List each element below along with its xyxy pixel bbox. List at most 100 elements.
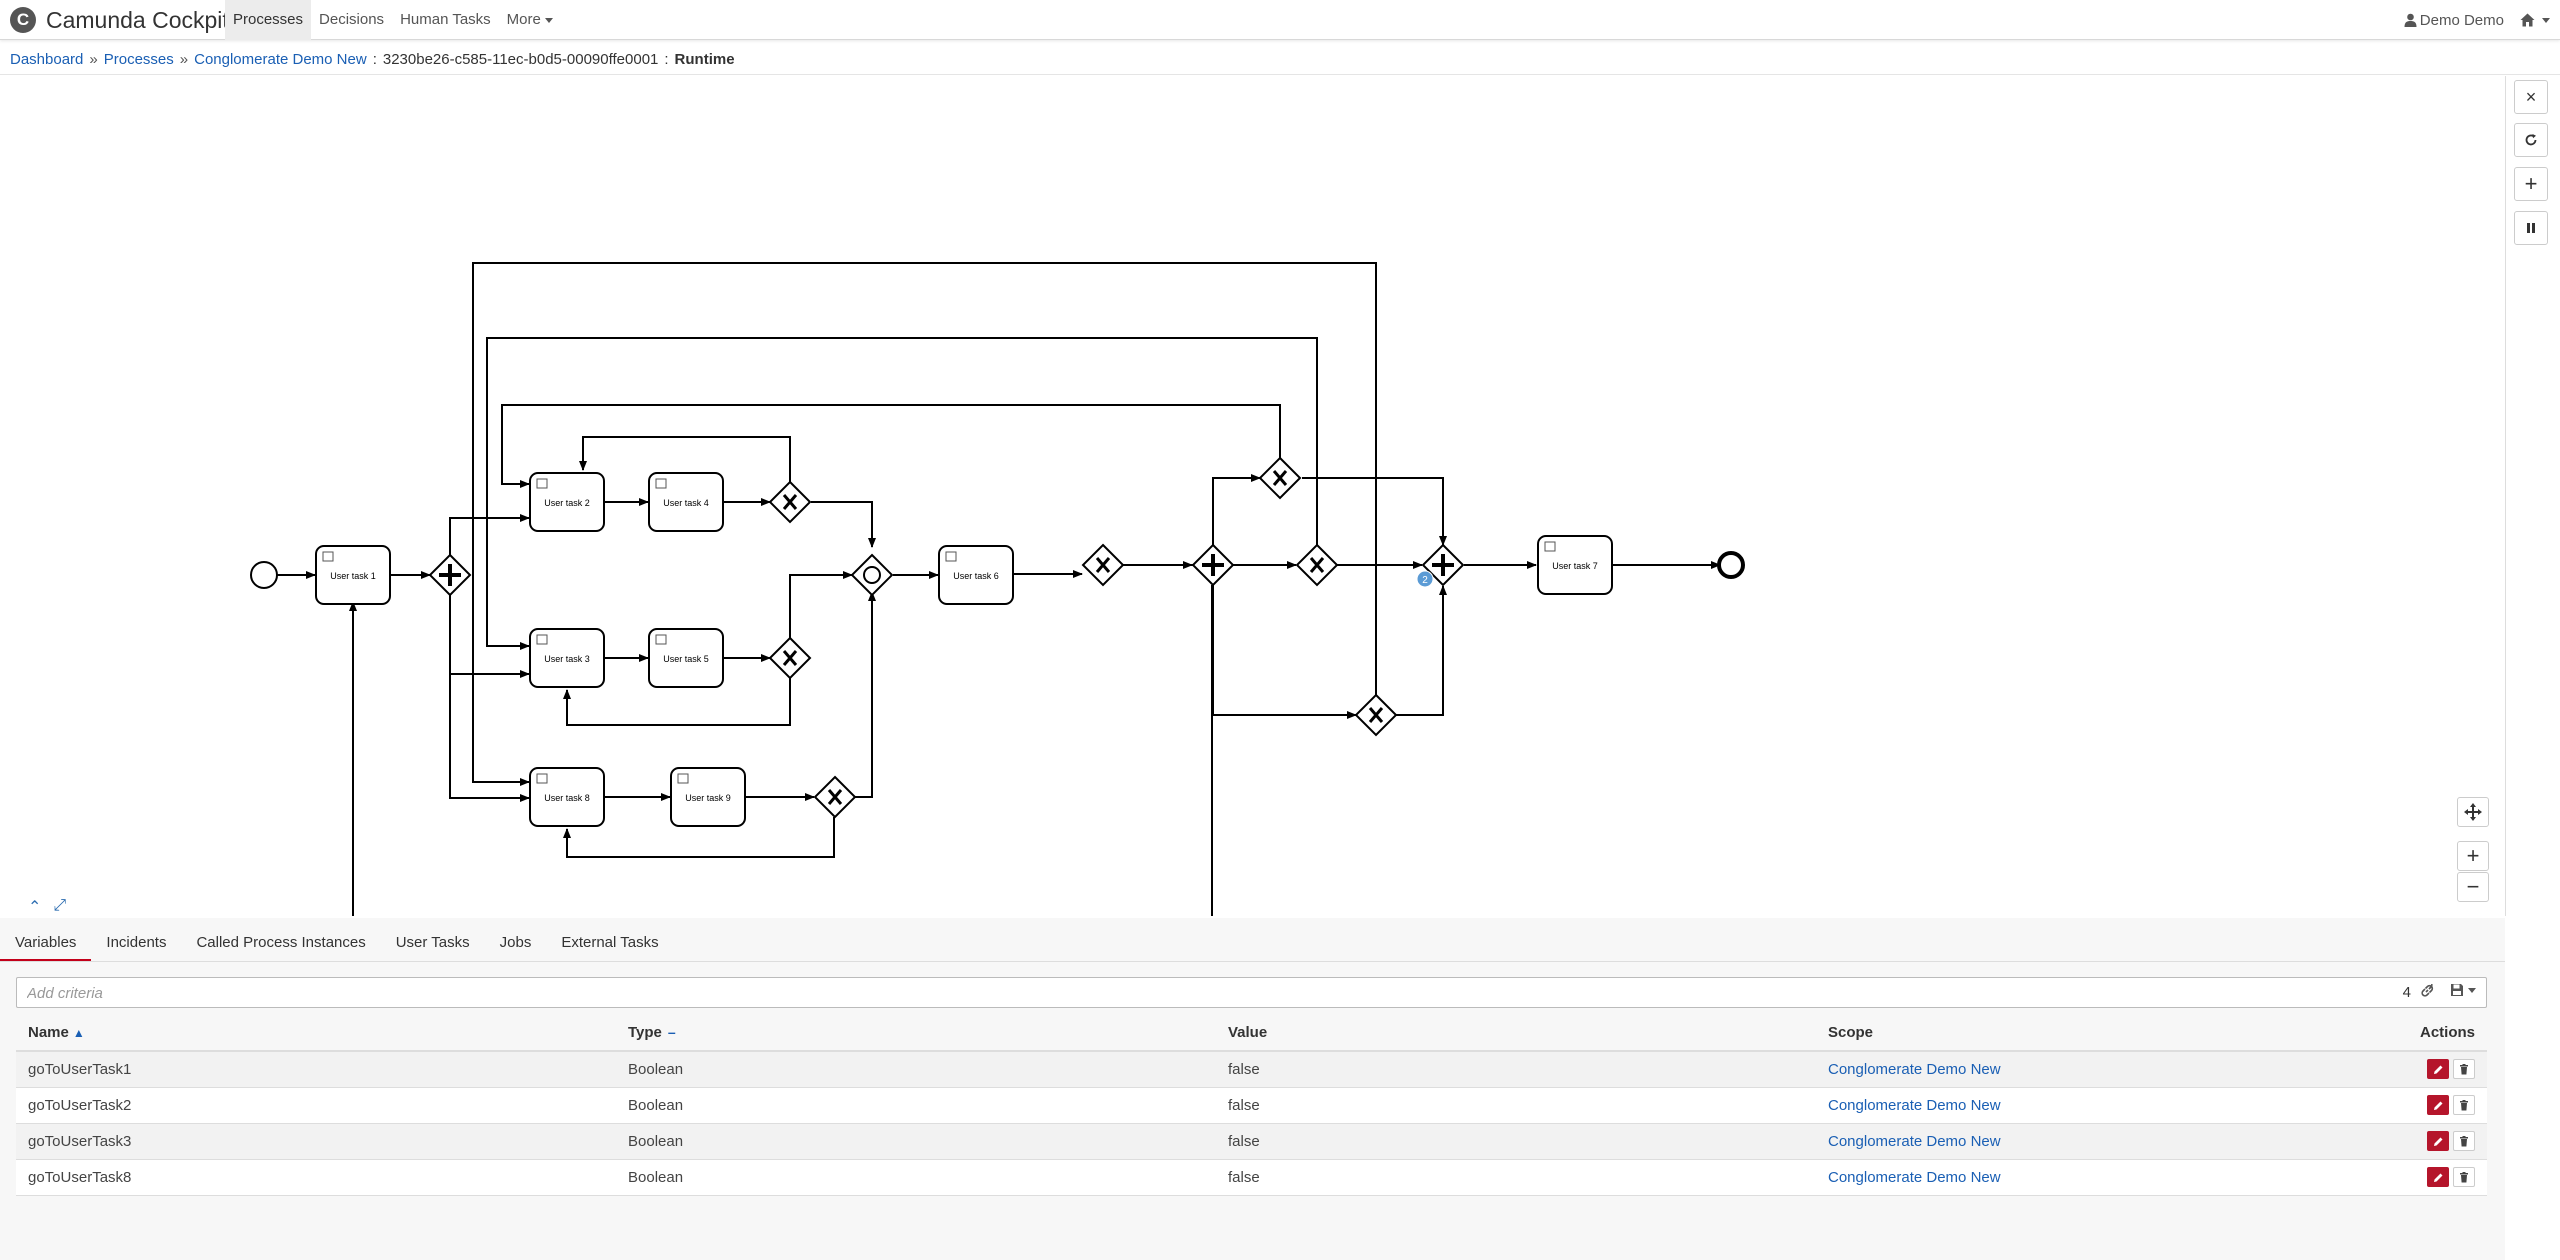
header-scope: Scope	[1816, 1015, 2376, 1052]
brand[interactable]: C Camunda Cockpit	[10, 6, 229, 34]
user-task-icon	[1544, 541, 1556, 552]
exclusive-gateway[interactable]	[768, 480, 812, 524]
parallel-gateway-split-2[interactable]	[1191, 543, 1235, 587]
tab-variables[interactable]: Variables	[0, 928, 92, 962]
task-user-task-4[interactable]: User task 4	[648, 472, 724, 532]
task-user-task-3[interactable]: User task 3	[529, 628, 605, 688]
task-label: User task 4	[663, 498, 709, 508]
tab-jobs[interactable]: Jobs	[499, 934, 532, 951]
exclusive-gateway[interactable]	[1295, 543, 1339, 587]
task-user-task-7[interactable]: User task 7	[1537, 535, 1613, 595]
variable-value[interactable]: false	[1216, 1087, 1816, 1124]
exclusive-gateway[interactable]	[768, 636, 812, 680]
header-name-label: Name	[28, 1024, 69, 1041]
task-user-task-1[interactable]: User task 1	[315, 545, 391, 605]
nav-right: Demo Demo	[2404, 0, 2550, 40]
delete-button[interactable]	[2453, 1059, 2475, 1080]
edit-button[interactable]	[2427, 1167, 2449, 1187]
breadcrumb: Dashboard » Processes » Conglomerate Dem…	[10, 48, 735, 70]
variable-scope-link[interactable]: Conglomerate Demo New	[1828, 1096, 2001, 1114]
variable-value[interactable]: false	[1216, 1051, 1816, 1088]
edit-button[interactable]	[2427, 1059, 2449, 1080]
end-event[interactable]	[1717, 551, 1745, 579]
search-input[interactable]	[27, 982, 2327, 1004]
nav-more[interactable]: More	[499, 0, 561, 40]
expand-icon[interactable]: ⤢	[53, 897, 67, 914]
task-user-task-9[interactable]: User task 9	[670, 767, 746, 827]
delete-button[interactable]	[2453, 1167, 2475, 1187]
tab-incidents[interactable]: Incidents	[106, 934, 167, 951]
result-count: 4	[2402, 984, 2411, 1001]
detail-tabs: Variables Incidents Called Process Insta…	[0, 928, 674, 962]
sort-none-icon: –	[667, 1024, 676, 1040]
task-label: User task 7	[1552, 561, 1598, 571]
nav-decisions[interactable]: Decisions	[319, 11, 385, 28]
variable-scope-link[interactable]: Conglomerate Demo New	[1828, 1132, 2001, 1150]
pause-button[interactable]	[2514, 211, 2548, 245]
header-name[interactable]: Name▲	[16, 1015, 616, 1052]
event-gateway-join[interactable]	[850, 553, 894, 597]
nav-more-label: More	[506, 11, 541, 28]
link-icon[interactable]	[2420, 981, 2434, 1002]
home-menu[interactable]	[2520, 13, 2550, 27]
task-label: User task 8	[544, 793, 590, 803]
exclusive-gateway[interactable]	[1258, 456, 1302, 500]
header-type[interactable]: Type–	[616, 1015, 1216, 1052]
delete-button[interactable]	[2453, 1131, 2475, 1151]
breadcrumb-separator: »	[89, 50, 98, 68]
tab-called-process-instances[interactable]: Called Process Instances	[196, 934, 366, 951]
breadcrumb-definition[interactable]: Conglomerate Demo New	[194, 50, 367, 68]
variable-value[interactable]: false	[1216, 1159, 1816, 1196]
edit-button[interactable]	[2427, 1095, 2449, 1115]
collapse-up-icon[interactable]: ⌃	[28, 899, 42, 916]
save-search-button[interactable]	[2450, 983, 2476, 997]
breadcrumb-separator: :	[664, 50, 669, 68]
variable-type: Boolean	[616, 1051, 1216, 1088]
add-button[interactable]: +	[2514, 167, 2548, 201]
nav-processes[interactable]: Processes	[225, 0, 312, 40]
bpmn-diagram[interactable]: User task 1 User task 2 User task 4 User…	[0, 76, 2500, 968]
table-header-row: Name▲ Type– Value Scope Actions	[16, 1015, 2487, 1052]
reset-zoom-button[interactable]	[2457, 797, 2489, 827]
task-label: User task 5	[663, 654, 709, 664]
row-actions	[2388, 1059, 2475, 1080]
breadcrumb-processes[interactable]: Processes	[103, 50, 174, 68]
nav-human-tasks[interactable]: Human Tasks	[400, 11, 491, 28]
search-bar: 4	[16, 977, 2487, 1008]
variable-value[interactable]: false	[1216, 1123, 1816, 1160]
exclusive-gateway[interactable]	[813, 775, 857, 819]
variable-name: goToUserTask1	[16, 1051, 616, 1088]
sort-ascending-icon: ▲	[72, 1026, 85, 1040]
trash-icon	[2460, 1099, 2468, 1110]
close-button[interactable]: ×	[2514, 80, 2548, 114]
breadcrumb-divider	[0, 74, 2560, 75]
tab-external-tasks[interactable]: External Tasks	[561, 934, 659, 951]
exclusive-gateway[interactable]	[1081, 543, 1125, 587]
zoom-out-button[interactable]: −	[2457, 872, 2489, 902]
breadcrumb-instance-id: 3230be26-c585-11ec-b0d5-00090ffe0001	[382, 50, 659, 68]
token-count-badge[interactable]: 2	[1416, 570, 1434, 588]
zoom-in-button[interactable]: +	[2457, 841, 2489, 871]
bpmn-canvas: User task 1 User task 2 User task 4 User…	[250, 262, 1745, 968]
variable-scope-link[interactable]: Conglomerate Demo New	[1828, 1060, 2001, 1078]
task-user-task-2[interactable]: User task 2	[529, 472, 605, 532]
delete-button[interactable]	[2453, 1095, 2475, 1115]
exclusive-gateway[interactable]	[1354, 693, 1398, 737]
tab-user-tasks[interactable]: User Tasks	[395, 934, 470, 951]
breadcrumb-dashboard[interactable]: Dashboard	[10, 50, 84, 68]
user-menu[interactable]: Demo Demo	[2404, 12, 2504, 29]
pencil-icon	[2433, 1173, 2442, 1182]
task-user-task-6[interactable]: User task 6	[938, 545, 1014, 605]
refresh-button[interactable]	[2514, 123, 2548, 157]
table-row: goToUserTask3 Boolean false Conglomerate…	[16, 1123, 2487, 1160]
trash-icon	[2460, 1063, 2468, 1075]
task-user-task-8[interactable]: User task 8	[529, 767, 605, 827]
task-label: User task 6	[953, 571, 999, 581]
parallel-gateway-join[interactable]	[1421, 543, 1465, 587]
edit-button[interactable]	[2427, 1131, 2449, 1151]
parallel-gateway-split[interactable]	[428, 553, 472, 597]
start-event[interactable]	[250, 561, 278, 589]
variable-scope-link[interactable]: Conglomerate Demo New	[1828, 1168, 2001, 1186]
task-user-task-5[interactable]: User task 5	[648, 628, 724, 688]
